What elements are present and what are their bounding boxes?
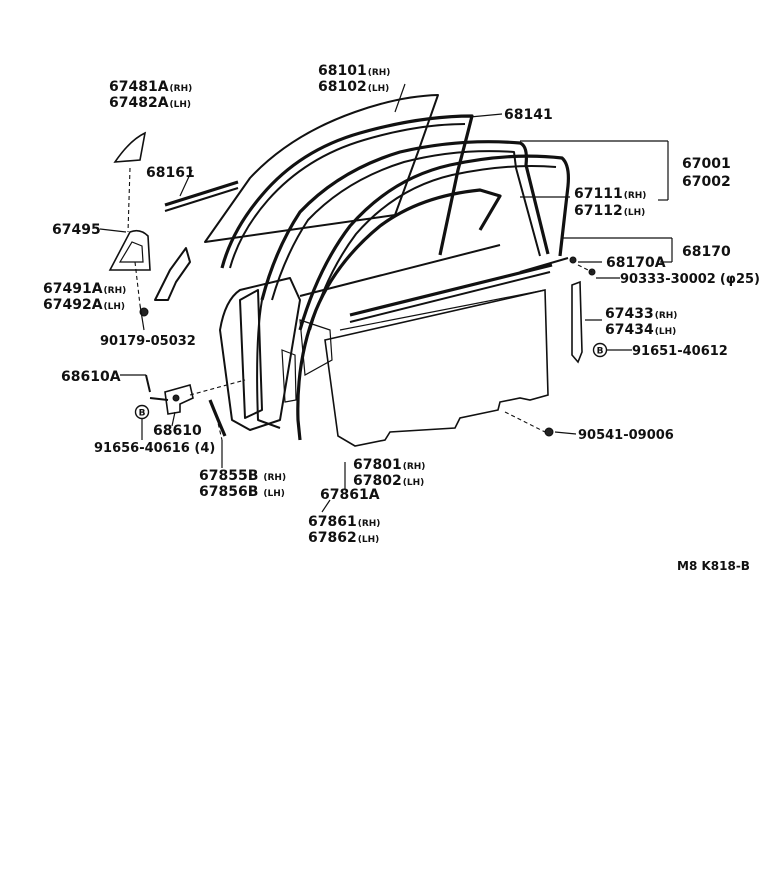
label-68161: 68161 (146, 165, 195, 181)
label-68610: 68610 (153, 423, 202, 439)
glass-runner (519, 257, 569, 273)
door-frame (260, 140, 550, 301)
hinge-bolt-icon (172, 394, 180, 402)
door-drawing (108, 94, 596, 475)
callout-b-right: B (592, 342, 608, 358)
door-glass (204, 94, 439, 243)
label-91656: 91656-40616 (4) (94, 441, 215, 456)
part-labels: 67481A(RH) 67482A(LH) 68101(RH) 68102(LH… (43, 63, 760, 573)
grommet-icon (544, 427, 554, 437)
label-67492A: 67492A(LH) (43, 297, 125, 313)
label-67002: 67002 (682, 174, 731, 190)
label-67112: 67112(LH) (574, 203, 645, 219)
door-outer-panel (324, 289, 549, 447)
label-67111: 67111(RH) (574, 186, 646, 202)
label-67482A: 67482A(LH) (109, 95, 191, 111)
label-68141: 68141 (504, 107, 553, 123)
label-68101: 68101(RH) (318, 63, 390, 79)
hinge-arm (149, 397, 169, 401)
label-68170: 68170 (682, 244, 731, 260)
belt-molding (349, 263, 553, 317)
label-68102: 68102(LH) (318, 79, 389, 95)
door-weatherstrip-sash (298, 154, 570, 331)
label-67861: 67861(RH) (308, 514, 380, 530)
door-opening-weatherstrip (296, 188, 502, 441)
label-67001: 67001 (682, 156, 731, 172)
leader-lines (99, 83, 673, 513)
door-edge-strip (208, 399, 227, 437)
belt-molding-lower (349, 271, 551, 323)
window-strip-edge (164, 187, 239, 212)
door-stopper-strip (571, 280, 583, 364)
label-67495: 67495 (52, 222, 101, 238)
quarter-cover (113, 131, 147, 163)
svg-text:B: B (139, 409, 146, 419)
corner-piece (154, 247, 191, 301)
clip-icon (569, 256, 577, 264)
label-67855B: 67855B(RH) (199, 468, 286, 484)
label-67856B: 67856B(LH) (199, 484, 285, 500)
label-90179: 90179-05032 (100, 334, 196, 349)
label-90541: 90541-09006 (578, 428, 674, 443)
glass-run-channel-inner (229, 123, 466, 269)
label-67491A: 67491A(RH) (43, 281, 126, 297)
diagram-reference-code: M8 K818-B (677, 559, 750, 573)
label-67481A: 67481A(RH) (109, 79, 192, 95)
label-91651: 91651-40612 (632, 344, 728, 359)
door-frame-inner (271, 150, 541, 301)
label-67802: 67802(LH) (353, 473, 424, 489)
label-67861A: 67861A (320, 487, 380, 503)
label-68610A: 68610A (61, 369, 121, 385)
callout-b-left: B (134, 404, 150, 420)
mirror-base-bracket (108, 229, 151, 271)
door-inner-detail-2 (281, 349, 297, 403)
circled-b-marker-icon (592, 342, 608, 358)
door-inner-frame-edge (256, 299, 281, 429)
label-67862: 67862(LH) (308, 530, 379, 546)
circled-b-marker-icon-left (134, 404, 150, 420)
door-hinge-pillar (239, 289, 263, 419)
door-panel-crease (339, 289, 546, 331)
hinge-bolt-stem (145, 374, 151, 393)
label-67434: 67434(LH) (605, 322, 676, 338)
window-strip (164, 180, 239, 207)
door-weatherstrip-sash-inner (309, 165, 557, 331)
label-68170A: 68170A (606, 255, 666, 271)
inner-belt-strip (299, 244, 501, 297)
door-inner-detail (299, 319, 333, 376)
label-67801: 67801(RH) (353, 457, 425, 473)
label-90333: 90333-30002(φ25) (620, 272, 760, 287)
svg-text:B: B (597, 347, 604, 357)
glass-run-channel (220, 114, 474, 269)
label-67433: 67433(RH) (605, 306, 677, 322)
